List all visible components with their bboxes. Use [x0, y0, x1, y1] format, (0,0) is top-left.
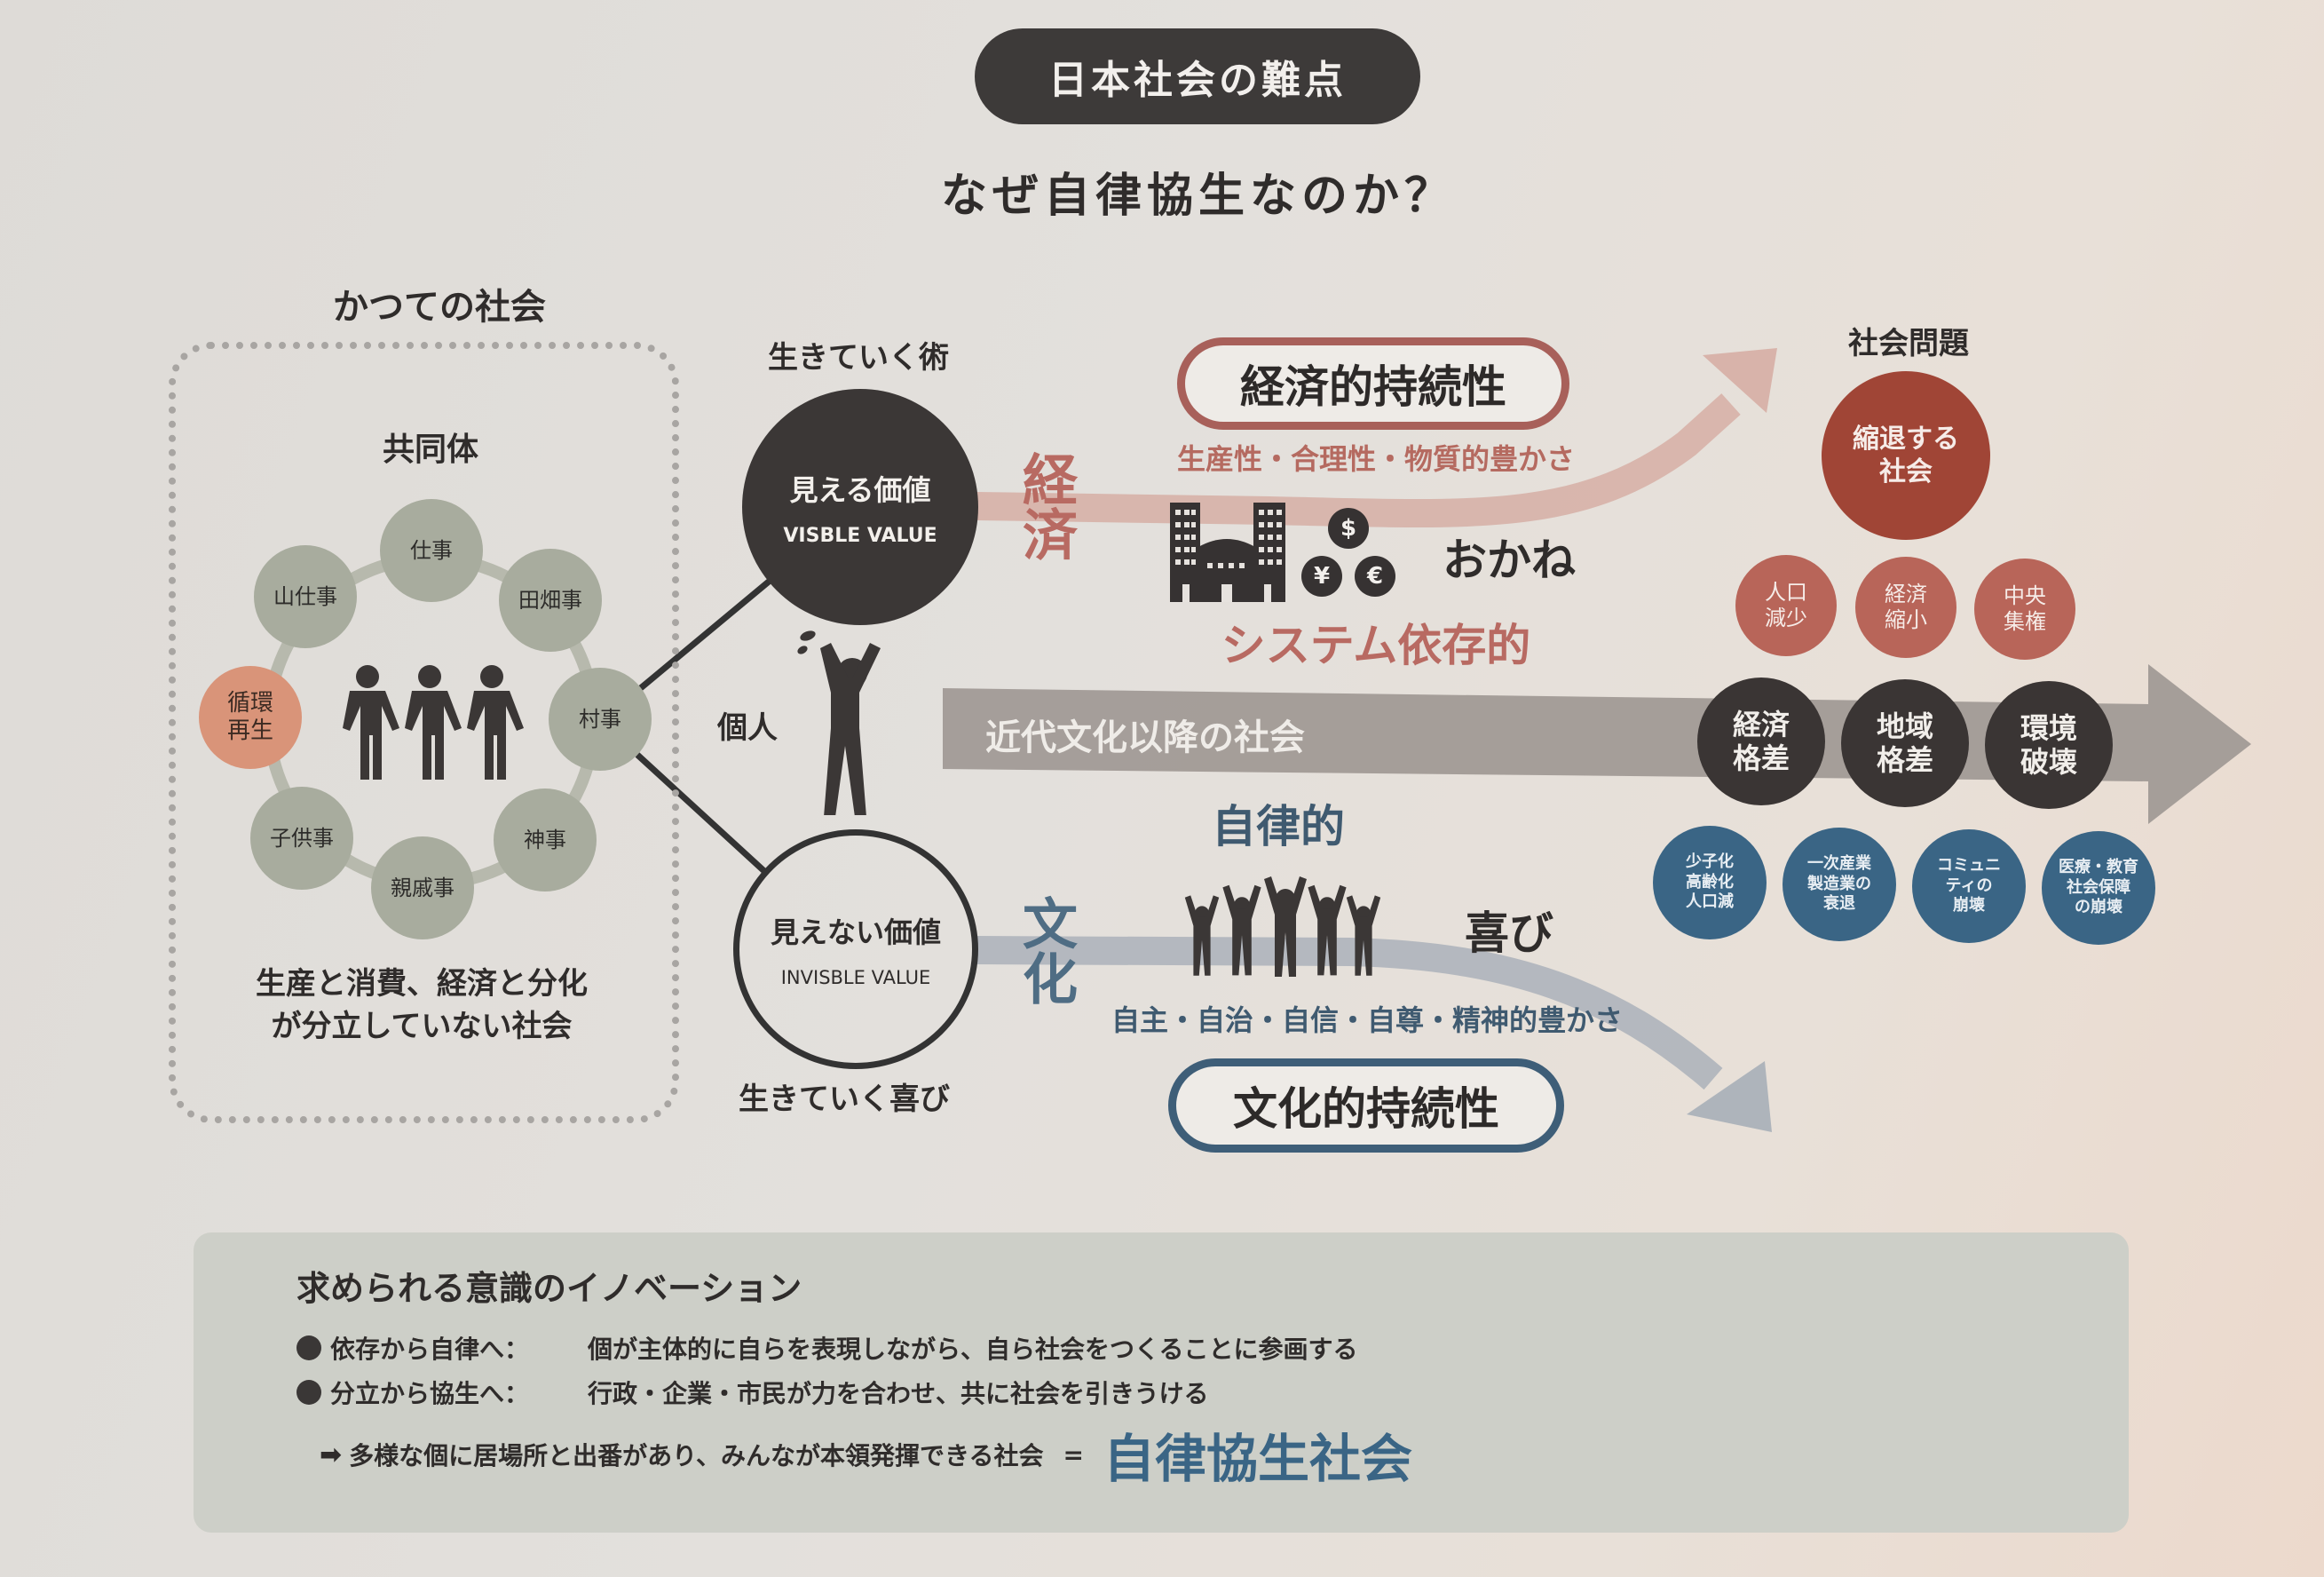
- economic-arrow: [976, 393, 1741, 528]
- past-society-box: [169, 342, 679, 1123]
- row-body: 個が主体的に自らを表現しながら、自ら社会をつくることに参画する: [588, 1335, 1358, 1364]
- node-yamashigoto: 山仕事: [254, 545, 357, 648]
- conclusion-text: 多様な個に居場所と出番があり、みんなが本領発揮できる社会: [349, 1441, 1044, 1470]
- page-title: 日本社会の難点: [1048, 58, 1347, 103]
- social-problems-title: 社会問題: [1848, 325, 1969, 361]
- shrinking-society-circle: 縮退する 社会: [1822, 371, 1990, 540]
- cultural-attributes: 自主・自治・自信・自尊・精神的豊かさ: [1111, 1003, 1623, 1037]
- economy-label: 経済: [1013, 451, 1078, 561]
- euro-coin-icon: €: [1355, 556, 1395, 597]
- past-society-caption: 生産と消費、経済と分化 が分立していない社会: [204, 963, 639, 1048]
- title-badge: 日本社会の難点: [975, 28, 1420, 124]
- problem-population-decline: 人口 減少: [1735, 555, 1837, 656]
- visible-value-circle: 見える価値 VISBLE VALUE: [742, 389, 978, 625]
- innovation-conclusion: ➡ 多様な個に居場所と出番があり、みんなが本領発揮できる社会 = 自律協生社会: [320, 1421, 1412, 1489]
- node-junkan-saisei: 循環 再生: [199, 666, 302, 769]
- economic-sustainability-pill: 経済的持続性: [1177, 337, 1569, 430]
- problem-economic-gap: 経済 格差: [1697, 678, 1825, 805]
- stressed-person-icon: [797, 630, 881, 815]
- cheering-group-icon: [1184, 876, 1381, 977]
- problem-aging-population: 少子化 高齢化 人口減: [1653, 826, 1767, 939]
- individual-label: 個人: [717, 710, 778, 746]
- dollar-coin-icon: $: [1328, 508, 1369, 549]
- problem-centralization: 中央 集権: [1974, 559, 2075, 660]
- page-subtitle: なぜ自律協生なのか？: [940, 169, 1456, 223]
- bullet-icon: [296, 1335, 321, 1360]
- three-people-icon: [343, 665, 524, 780]
- survival-skill-label: 生きていく術: [768, 340, 949, 376]
- money-label: おかね: [1443, 535, 1576, 586]
- problem-community-collapse: コミュニ ティの 崩壊: [1912, 829, 2026, 943]
- system-dependent-label: システム依存的: [1221, 620, 1531, 671]
- autonomous-label: 自律的: [1212, 801, 1345, 852]
- problem-regional-gap: 地域 格差: [1841, 679, 1969, 807]
- right-arrow-icon: ➡: [320, 1438, 343, 1470]
- invisible-value-title: 見えない価値: [770, 915, 941, 949]
- node-kodomo: 子供事: [250, 787, 353, 890]
- conclusion-result: 自律協生社会: [1103, 1429, 1412, 1489]
- equals-sign: =: [1063, 1439, 1084, 1470]
- cultural-sustainability-pill: 文化的持続性: [1168, 1058, 1564, 1153]
- culture-label: 文化: [1013, 895, 1078, 1005]
- visible-value-title: 見える価値: [789, 472, 931, 507]
- modern-society-label: 近代文化以降の社会: [985, 717, 1305, 758]
- innovation-row-1: 依存から自律へ： 個が主体的に自らを表現しながら、自ら社会をつくることに参画する: [296, 1328, 1357, 1367]
- node-shigoto: 仕事: [380, 499, 483, 602]
- bullet-icon: [296, 1380, 321, 1405]
- buildings-icon: [1170, 503, 1285, 602]
- cultural-arrow: [976, 936, 1723, 1090]
- community-title: 共同体: [382, 432, 478, 468]
- problem-industry-decline: 一次産業 製造業の 衰退: [1783, 828, 1896, 941]
- node-shinseki: 親戚事: [371, 836, 474, 939]
- innovation-row-2: 分立から協生へ： 行政・企業・市民が力を合わせ、共に社会を引きうける: [296, 1373, 1208, 1412]
- row-body: 行政・企業・市民が力を合わせ、共に社会を引きうける: [588, 1379, 1209, 1408]
- node-tahatake: 田畑事: [499, 549, 602, 652]
- connector-line-visible: [635, 575, 777, 693]
- invisible-value-circle: 見えない価値 INVISBLE VALUE: [733, 829, 978, 1069]
- row-heading: 分立から協生へ：: [330, 1379, 530, 1408]
- caption-line-1: 生産と消費、経済と分化: [256, 966, 588, 1002]
- node-kamigoto: 神事: [494, 788, 597, 892]
- invisible-value-subtitle: INVISBLE VALUE: [780, 967, 931, 988]
- problem-economic-shrink: 経済 縮小: [1855, 557, 1956, 658]
- problem-environmental-destruction: 環境 破壊: [1985, 681, 2113, 809]
- past-society-label: かつての社会: [333, 287, 546, 328]
- row-heading: 依存から自律へ：: [330, 1335, 530, 1364]
- innovation-panel: [194, 1232, 2129, 1533]
- problem-welfare-collapse: 医療・教育 社会保障 の崩壊: [2042, 831, 2155, 945]
- visible-value-subtitle: VISBLE VALUE: [783, 524, 937, 547]
- yen-coin-icon: ¥: [1301, 556, 1342, 597]
- joy-of-living-label: 生きていく喜び: [739, 1082, 950, 1117]
- connector-line-invisible: [635, 752, 768, 875]
- joy-label: 喜び: [1465, 907, 1553, 959]
- node-murago: 村事: [549, 668, 652, 771]
- economic-attributes: 生産性・合理性・物質的豊かさ: [1176, 442, 1575, 476]
- innovation-title: 求められる意識のイノベーション: [296, 1269, 802, 1308]
- caption-line-2: が分立していない社会: [271, 1008, 573, 1044]
